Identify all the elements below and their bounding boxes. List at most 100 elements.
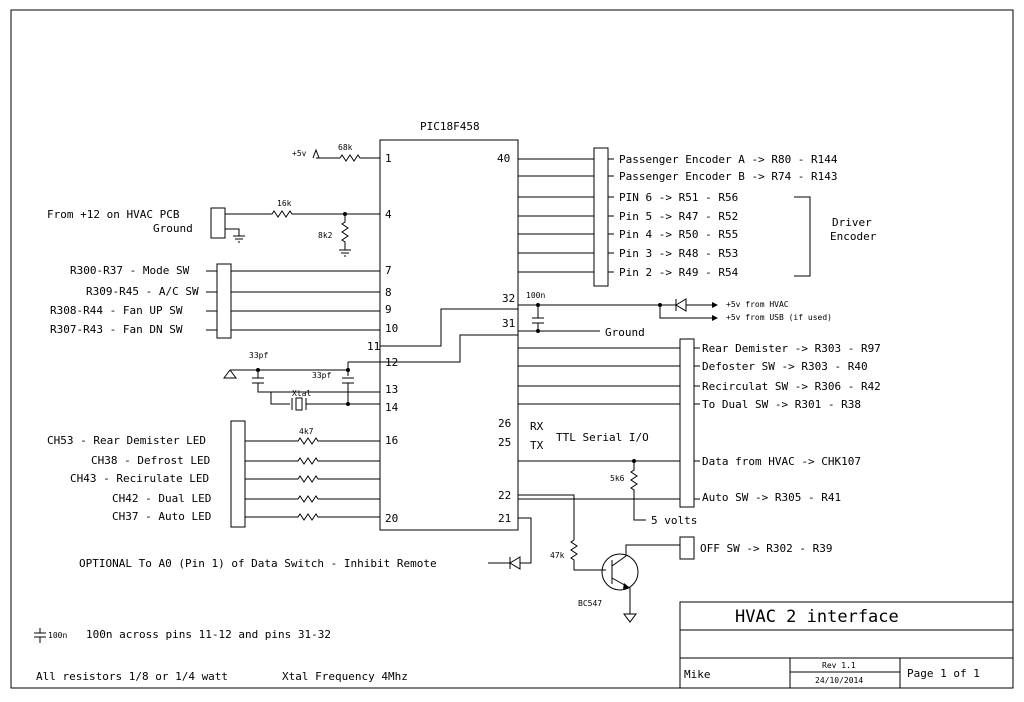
pin-7: 7 bbox=[385, 264, 392, 277]
xtal-note: Xtal Frequency 4Mhz bbox=[282, 670, 408, 683]
sw-mode-label: R300-R37 - Mode SW bbox=[70, 264, 190, 277]
from12v-label: From +12 on HVAC PCB bbox=[47, 208, 180, 221]
connector-leds bbox=[230, 420, 246, 528]
xtal-label: Xtal bbox=[292, 389, 311, 398]
connector-switch-outputs bbox=[679, 338, 695, 508]
pin-31: 31 bbox=[502, 317, 515, 330]
cap100n-label: 100n bbox=[526, 291, 545, 300]
junction-osc-3 bbox=[346, 402, 350, 406]
author: Mike bbox=[684, 668, 711, 681]
resistor-8k2 bbox=[339, 214, 351, 257]
ic-name: PIC18F458 bbox=[420, 120, 480, 133]
driver-label: Driver bbox=[832, 216, 872, 229]
pin-40: 40 bbox=[497, 152, 510, 165]
sheet-border bbox=[10, 9, 1014, 689]
input-12v-circuit: From +12 on HVAC PCB Ground 16k 8k2 bbox=[47, 199, 380, 257]
connector-off-sw bbox=[679, 536, 695, 560]
enc-b-label: Passenger Encoder B -> R74 - R143 bbox=[619, 170, 838, 183]
recirc-label: Recirculat SW -> R306 - R42 bbox=[702, 380, 881, 393]
pin-26: 26 bbox=[498, 417, 511, 430]
cap-note: 100n across pins 11-12 and pins 31-32 bbox=[86, 628, 331, 641]
power-circuit: 100n Ground +5v from HVAC +5v from USB (… bbox=[380, 291, 832, 363]
sw-fanup-label: R308-R44 - Fan UP SW bbox=[50, 304, 183, 317]
wire-pin22 bbox=[518, 494, 575, 540]
pin1-circuit: +5v 68k bbox=[292, 143, 380, 162]
emitter-arrow bbox=[623, 583, 630, 589]
optional-label: OPTIONAL To A0 (Pin 1) of Data Switch - … bbox=[79, 557, 437, 570]
wire-led-recirc bbox=[245, 475, 380, 483]
r5k6-label: 5k6 bbox=[610, 474, 625, 483]
connector-12v bbox=[210, 207, 226, 239]
transistor-body bbox=[601, 553, 639, 591]
wire-usb bbox=[659, 305, 712, 319]
dual-label: To Dual SW -> R301 - R38 bbox=[702, 398, 861, 411]
usb5v-label: +5v from USB (if used) bbox=[726, 313, 832, 322]
switch-inputs: R300-R37 - Mode SW R309-R45 - A/C SW R30… bbox=[50, 263, 380, 339]
rear-dem-label: Rear Demister -> R303 - R97 bbox=[702, 342, 881, 355]
sw-ac-label: R309-R45 - A/C SW bbox=[86, 285, 199, 298]
pin4-label: Pin 4 -> R50 - R55 bbox=[619, 228, 738, 241]
cap-100n-right bbox=[532, 305, 544, 331]
wire-led-defrost bbox=[245, 457, 380, 465]
pin-9: 9 bbox=[385, 303, 392, 316]
transistor-ground bbox=[623, 613, 637, 623]
pin-8: 8 bbox=[385, 286, 392, 299]
led-outputs: 4k7 CH53 - Rear Demister LED CH38 - Defr… bbox=[47, 420, 380, 528]
enc-a-label: Passenger Encoder A -> R80 - R144 bbox=[619, 153, 838, 166]
plus5v-label: +5v bbox=[292, 149, 307, 158]
data-hvac-label: Data from HVAC -> CHK107 bbox=[702, 455, 861, 468]
pin-20: 20 bbox=[385, 512, 398, 525]
pin-4: 4 bbox=[385, 208, 392, 221]
r16k-label: 16k bbox=[277, 199, 292, 208]
title-block-frame bbox=[679, 601, 1014, 689]
led-defrost-label: CH38 - Defrost LED bbox=[91, 454, 210, 467]
cap-symbol-note bbox=[34, 628, 46, 643]
pin-11: 11 bbox=[367, 340, 380, 353]
wire-ground-12v bbox=[225, 228, 245, 243]
five-volts-label: 5 volts bbox=[651, 514, 697, 527]
wire-optional bbox=[488, 517, 532, 570]
notes: 100n 100n across pins 11-12 and pins 31-… bbox=[34, 628, 408, 683]
pin6-label: PIN 6 -> R51 - R56 bbox=[619, 191, 738, 204]
pin3-label: Pin 3 -> R48 - R53 bbox=[619, 247, 738, 260]
pin-25: 25 bbox=[498, 436, 511, 449]
junction-pin31 bbox=[536, 329, 540, 333]
led-recirc-label: CH43 - Recirulate LED bbox=[70, 472, 209, 485]
hvac5v-label: +5v from HVAC bbox=[726, 300, 789, 309]
ground-label-left: Ground bbox=[153, 222, 193, 235]
cap-33pf-b bbox=[342, 377, 354, 404]
cap33b-label: 33pf bbox=[312, 371, 331, 380]
date: 24/10/2014 bbox=[815, 676, 863, 685]
r68k-label: 68k bbox=[338, 143, 353, 152]
ground-label-right: Ground bbox=[605, 326, 645, 339]
resistor-5k6 bbox=[630, 461, 646, 521]
pin-10: 10 bbox=[385, 322, 398, 335]
transistor-leads bbox=[611, 544, 680, 614]
wire-pin11 bbox=[380, 308, 518, 347]
resistor-68k bbox=[339, 154, 380, 162]
pin-22: 22 bbox=[498, 489, 511, 502]
wire-led-auto bbox=[245, 513, 380, 521]
pin-14: 14 bbox=[385, 401, 399, 414]
pin2-label: Pin 2 -> R49 - R54 bbox=[619, 266, 739, 279]
arrowheads-power bbox=[712, 302, 718, 321]
junction-osc-1 bbox=[256, 368, 260, 372]
wire-pin12 bbox=[347, 361, 380, 370]
led-dual-label: CH42 - Dual LED bbox=[112, 492, 211, 505]
pin-1: 1 bbox=[385, 152, 392, 165]
crystal bbox=[291, 397, 380, 411]
pin-21: 21 bbox=[498, 512, 511, 525]
off-sw-label: OFF SW -> R302 - R39 bbox=[700, 542, 832, 555]
defost-label: Defoster SW -> R303 - R40 bbox=[702, 360, 868, 373]
cap-33pf-a bbox=[252, 370, 290, 405]
bc547-label: BC547 bbox=[578, 599, 602, 608]
page-number: Page 1 of 1 bbox=[907, 667, 980, 680]
encoder-label: Encoder bbox=[830, 230, 877, 243]
pin-32: 32 bbox=[502, 292, 515, 305]
wire-led-rear bbox=[245, 437, 380, 445]
plus5v-symbol bbox=[312, 148, 340, 159]
pic-ic: PIC18F458 1 4 7 8 9 10 11 12 13 14 16 20… bbox=[367, 120, 649, 531]
serial-label: TTL Serial I/O bbox=[556, 431, 649, 444]
pin5-label: Pin 5 -> R47 - R52 bbox=[619, 210, 738, 223]
